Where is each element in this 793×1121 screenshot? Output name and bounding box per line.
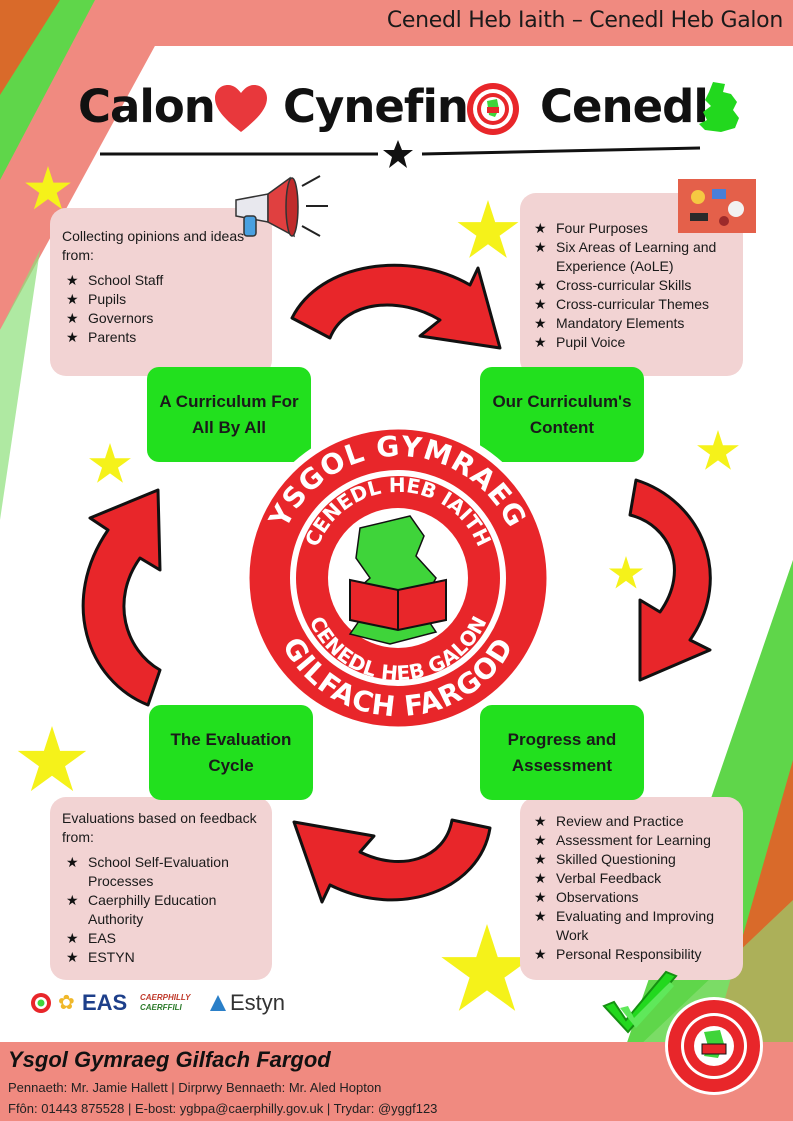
caerphilly-logo-line2: CAERFFILI — [140, 1003, 182, 1012]
panel-evaluations-text: Evaluations based on feedback from: Scho… — [62, 809, 267, 967]
school-badge-icon — [31, 993, 51, 1013]
page-title: Calon Cynefin Cenedl — [75, 78, 755, 140]
list-item: Pupils — [62, 290, 262, 309]
list-item: Personal Responsibility — [530, 945, 738, 964]
eas-logo: EAS — [82, 990, 128, 1015]
list-item: Pupil Voice — [530, 333, 738, 352]
title-calon: Calon — [78, 80, 216, 133]
list-item: Four Purposes — [530, 219, 738, 238]
title-divider — [100, 140, 701, 168]
school-logo: YSGOL GYMRAEG GILFACH FARGOD CENEDL HEB … — [242, 422, 554, 734]
list-item: School Staff — [62, 271, 262, 290]
list-item: Cross-curricular Skills — [530, 276, 738, 295]
list-item: Review and Practice — [530, 812, 738, 831]
panel-evaluations-intro: Evaluations based on feedback from: — [62, 810, 257, 845]
list-item: Mandatory Elements — [530, 314, 738, 333]
panel-progress-text: Review and Practice Assessment for Learn… — [530, 812, 738, 964]
title-cynefin: Cynefin — [283, 80, 469, 133]
caerphilly-logo: CAERPHILLY CAERFFILI — [140, 993, 202, 1015]
footer-school-name: Ysgol Gymraeg Gilfach Fargod — [8, 1047, 331, 1072]
wales-map-icon — [699, 82, 739, 132]
megaphone-icon — [235, 175, 328, 238]
footer-contact: Ffôn: 01443 875528 | E-bost: ygbpa@caerp… — [8, 1101, 438, 1116]
heart-icon — [215, 85, 267, 132]
list-item: Parents — [62, 328, 262, 347]
cycle-box-evaluation-cycle: The Evaluation Cycle — [149, 705, 313, 800]
panel-opinions-text: Collecting opinions and ideas from: Scho… — [62, 227, 262, 347]
list-item: School Self-Evaluation Processes — [62, 853, 267, 891]
list-item: Governors — [62, 309, 262, 328]
list-item: Caerphilly Education Authority — [62, 891, 267, 929]
estyn-icon — [210, 995, 226, 1011]
estyn-logo: Estyn — [230, 990, 286, 1015]
school-logo-small-icon — [467, 83, 519, 135]
list-item: Verbal Feedback — [530, 869, 738, 888]
header-tagline: Cenedl Heb Iaith – Cenedl Heb Galon — [386, 8, 783, 33]
list-item: Assessment for Learning — [530, 831, 738, 850]
cycle-box-curriculum-for-all: A Curriculum For All By All — [147, 367, 311, 462]
caerphilly-logo-line1: CAERPHILLY — [140, 993, 191, 1002]
panel-opinions-intro: Collecting opinions and ideas from: — [62, 228, 245, 263]
list-item: EAS — [62, 929, 267, 948]
list-item: Skilled Questioning — [530, 850, 738, 869]
title-cenedl: Cenedl — [540, 80, 709, 133]
list-item: Cross-curricular Themes — [530, 295, 738, 314]
eas-flower-icon: ✿ — [58, 992, 75, 1014]
list-item: Evaluating and Improving Work — [530, 907, 738, 945]
list-item: Observations — [530, 888, 738, 907]
footer-staff: Pennaeth: Mr. Jamie Hallett | Dirprwy Be… — [8, 1080, 382, 1095]
school-logo-footer — [665, 997, 763, 1095]
cycle-box-progress-assessment: Progress and Assessment — [480, 705, 644, 800]
check-icon — [602, 970, 678, 1034]
list-item: ESTYN — [62, 948, 267, 967]
cycle-box-curriculum-content: Our Curriculum's Content — [480, 367, 644, 462]
panel-content-text: Four Purposes Six Areas of Learning and … — [530, 219, 738, 352]
learning-collage-icon — [678, 179, 756, 233]
list-item: Six Areas of Learning and Experience (Ao… — [530, 238, 738, 276]
